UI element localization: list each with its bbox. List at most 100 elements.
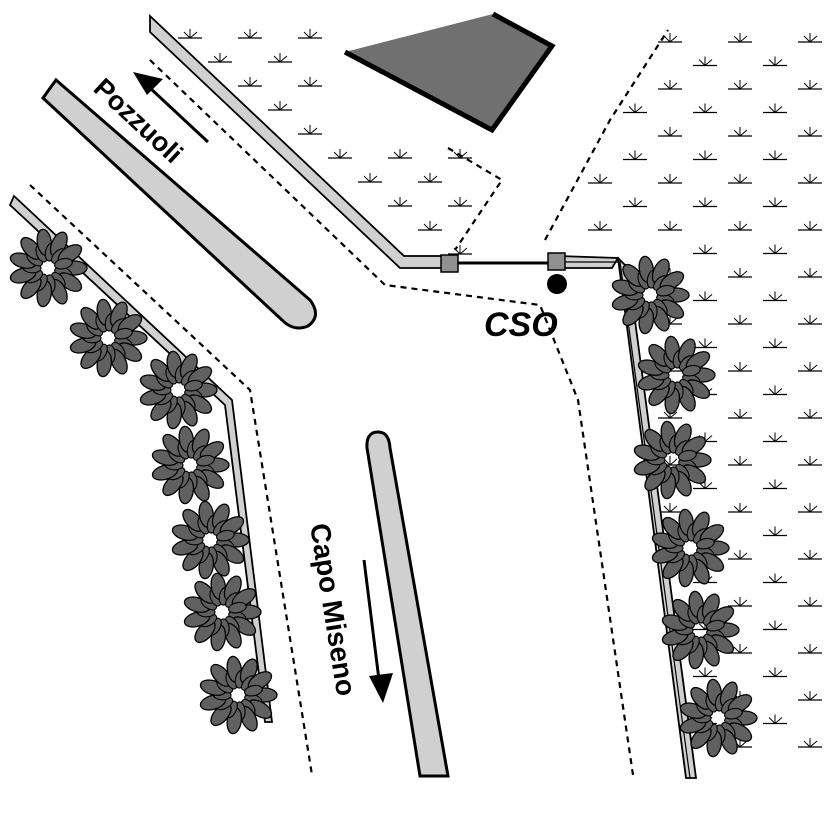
marsh-grass-symbol bbox=[798, 597, 822, 607]
marsh-grass-symbol bbox=[763, 573, 787, 584]
marsh-grass-symbol bbox=[623, 197, 647, 208]
shrub-cluster-symbol bbox=[151, 425, 230, 505]
marsh-grass-symbol bbox=[418, 221, 442, 231]
marsh-grass-symbol bbox=[763, 56, 787, 67]
marsh-grass-symbol bbox=[798, 33, 822, 43]
vegetation-east bbox=[611, 255, 758, 758]
marsh-grass-symbol bbox=[728, 221, 752, 231]
marsh-grass-symbol bbox=[693, 479, 717, 490]
marsh-grass-symbol bbox=[693, 667, 717, 678]
marsh-grass-symbol bbox=[298, 29, 322, 39]
marsh-grass-symbol bbox=[798, 738, 822, 748]
marsh-grass-symbol bbox=[693, 150, 717, 161]
marsh-grass-symbol bbox=[798, 174, 822, 184]
marsh-grass-symbol bbox=[798, 644, 822, 654]
marsh-grass-symbol bbox=[388, 197, 412, 207]
marsh-grass-symbol bbox=[693, 338, 717, 349]
shrub-cluster-symbol bbox=[679, 678, 758, 758]
marsh-grass-symbol bbox=[763, 103, 787, 114]
marsh-grass-symbol bbox=[658, 33, 682, 43]
marsh-area-north bbox=[178, 29, 472, 255]
marsh-grass-symbol bbox=[328, 149, 352, 159]
shrub-cluster-symbol bbox=[139, 350, 218, 430]
vegetation-west bbox=[9, 228, 278, 735]
marsh-grass-symbol bbox=[658, 127, 682, 137]
marsh-grass-symbol bbox=[763, 244, 787, 255]
marsh-grass-symbol bbox=[448, 245, 472, 255]
marsh-grass-symbol bbox=[388, 149, 412, 159]
marsh-area-east bbox=[588, 33, 822, 748]
marsh-grass-symbol bbox=[693, 197, 717, 208]
shrub-cluster-symbol bbox=[633, 420, 712, 500]
marsh-grass-symbol bbox=[658, 221, 682, 231]
marsh-grass-symbol bbox=[728, 127, 752, 137]
marsh-grass-symbol bbox=[763, 385, 787, 396]
marsh-grass-symbol bbox=[798, 362, 822, 372]
boundary-marsh-north bbox=[447, 147, 504, 251]
shrub-cluster-symbol bbox=[9, 228, 88, 308]
marsh-grass-symbol bbox=[693, 56, 717, 67]
marsh-grass-symbol bbox=[728, 597, 752, 607]
arrow-icon-south bbox=[362, 559, 393, 703]
shrub-cluster-symbol bbox=[183, 572, 262, 652]
marsh-grass-symbol bbox=[798, 315, 822, 325]
shrub-cluster-symbol bbox=[199, 655, 278, 735]
label-cso: CSO bbox=[484, 306, 558, 344]
building-edge bbox=[343, 11, 556, 134]
marsh-grass-symbol bbox=[448, 149, 472, 159]
label-capo-miseno: Capo Miseno bbox=[304, 521, 362, 698]
marsh-grass-symbol bbox=[728, 550, 752, 560]
marsh-grass-symbol bbox=[728, 456, 752, 466]
marsh-grass-symbol bbox=[693, 103, 717, 114]
shrub-cluster-symbol bbox=[651, 508, 730, 588]
marsh-grass-symbol bbox=[728, 644, 752, 654]
marsh-grass-symbol bbox=[763, 714, 787, 725]
marsh-grass-symbol bbox=[298, 77, 322, 87]
east-wall bbox=[557, 255, 698, 779]
marsh-grass-symbol bbox=[208, 53, 232, 63]
marsh-grass-symbol bbox=[298, 125, 322, 135]
cso-outfall-marker bbox=[547, 274, 567, 294]
marsh-grass-symbol bbox=[178, 29, 202, 39]
marsh-grass-symbol bbox=[728, 315, 752, 325]
marsh-grass-symbol bbox=[658, 80, 682, 90]
marsh-grass-symbol bbox=[763, 432, 787, 443]
cso-node-left bbox=[440, 254, 459, 273]
marsh-grass-symbol bbox=[623, 150, 647, 161]
marsh-grass-symbol bbox=[418, 173, 442, 183]
marsh-grass-symbol bbox=[798, 550, 822, 560]
building bbox=[345, 14, 552, 130]
marsh-grass-symbol bbox=[238, 29, 262, 39]
marsh-grass-symbol bbox=[448, 197, 472, 207]
marsh-grass-symbol bbox=[693, 291, 717, 302]
marsh-grass-symbol bbox=[763, 291, 787, 302]
marsh-grass-symbol bbox=[658, 503, 682, 513]
marsh-grass-symbol bbox=[728, 174, 752, 184]
boundary-marsh-east bbox=[544, 29, 669, 241]
shrub-cluster-symbol bbox=[637, 335, 716, 415]
shrub-cluster-symbol bbox=[69, 298, 148, 378]
marsh-grass-symbol bbox=[798, 127, 822, 137]
dashed-boundaries bbox=[29, 29, 669, 776]
marsh-grass-symbol bbox=[728, 80, 752, 90]
marsh-grass-symbol bbox=[798, 691, 822, 701]
marsh-grass-symbol bbox=[763, 479, 787, 490]
marsh-grass-symbol bbox=[623, 103, 647, 114]
marsh-grass-symbol bbox=[798, 503, 822, 513]
marsh-grass-symbol bbox=[798, 221, 822, 231]
marsh-grass-symbol bbox=[588, 174, 612, 184]
marsh-grass-symbol bbox=[763, 526, 787, 537]
road-island-pozzuoli bbox=[41, 77, 317, 330]
marsh-grass-symbol bbox=[693, 244, 717, 255]
shrub-cluster-symbol bbox=[171, 500, 250, 580]
marsh-grass-symbol bbox=[588, 221, 612, 231]
marsh-grass-symbol bbox=[728, 362, 752, 372]
marsh-grass-symbol bbox=[798, 268, 822, 278]
marsh-grass-symbol bbox=[798, 409, 822, 419]
arrow-icon-north bbox=[133, 72, 210, 144]
marsh-grass-symbol bbox=[728, 503, 752, 513]
marsh-grass-symbol bbox=[238, 77, 262, 87]
marsh-grass-symbol bbox=[358, 173, 382, 183]
